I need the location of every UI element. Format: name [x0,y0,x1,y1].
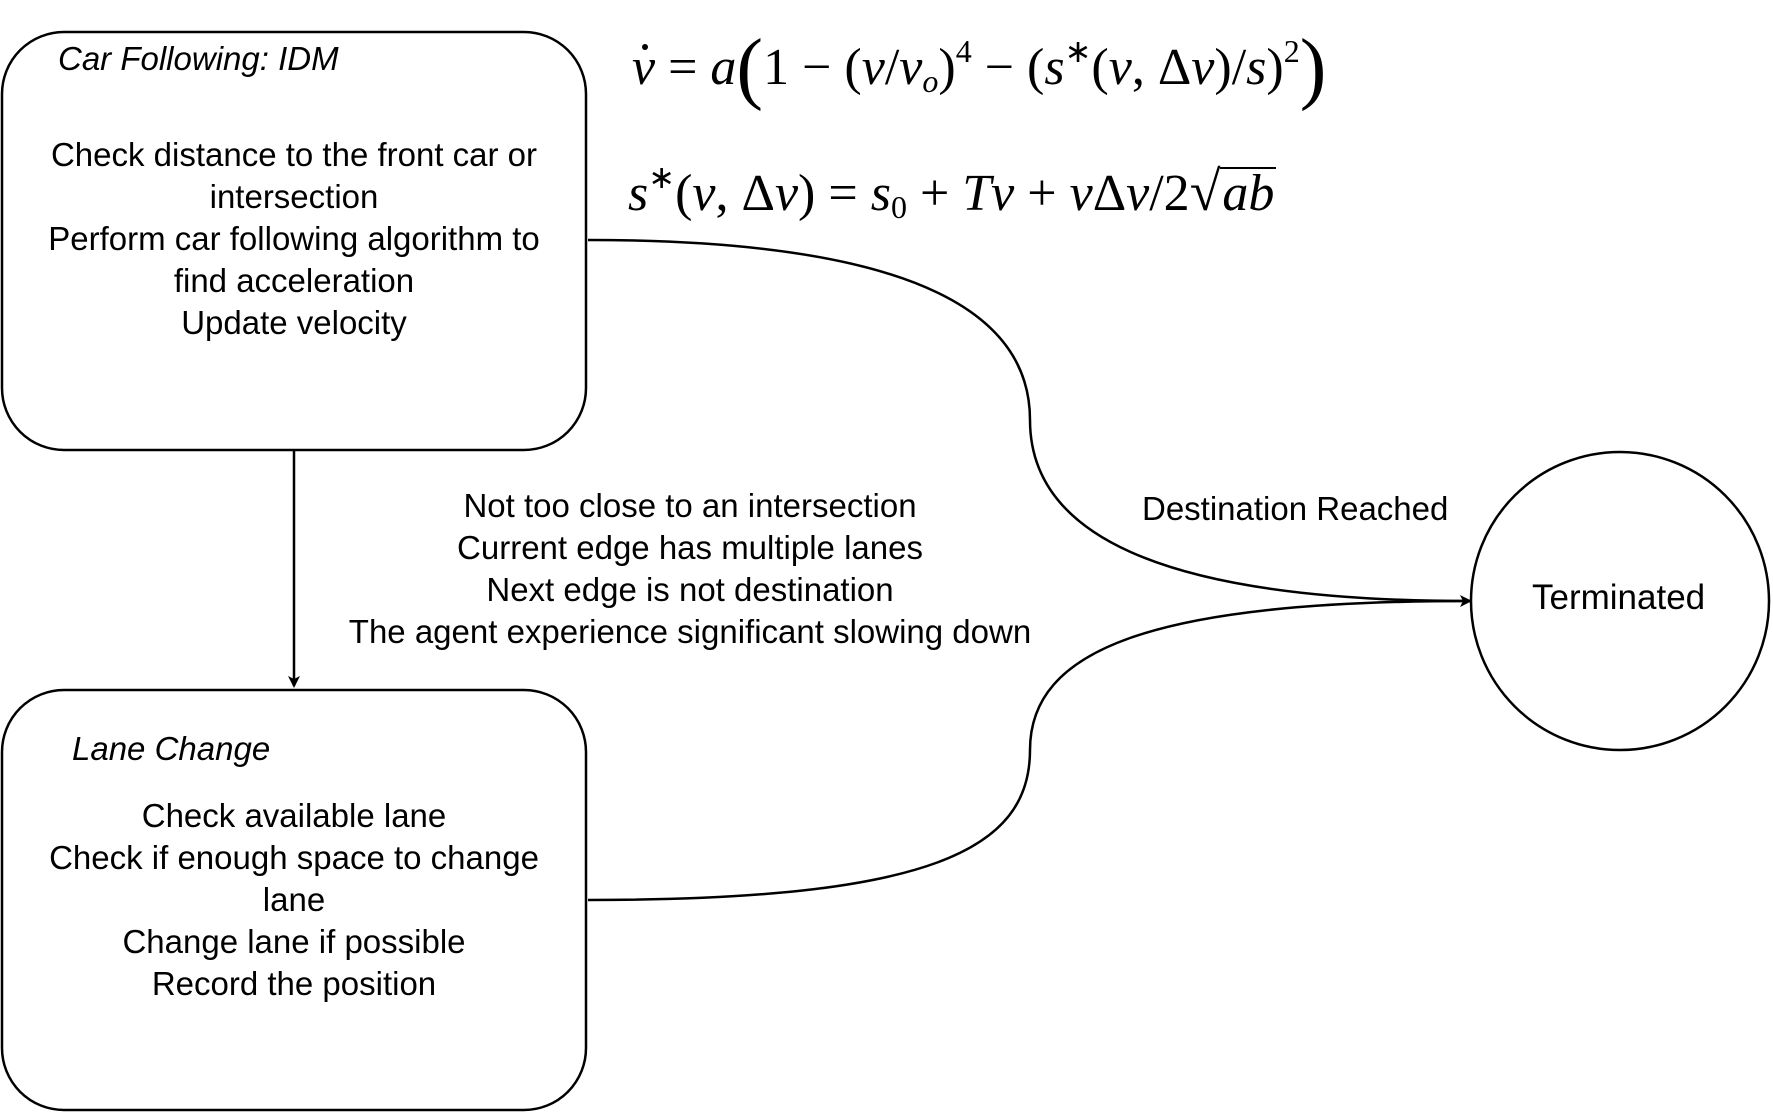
condition-line: Current edge has multiple lanes [457,529,923,566]
lane-change-title: Lane Change [72,730,271,767]
destination-reached-label: Destination Reached [1142,490,1449,527]
lane-change-line: Record the position [151,965,437,1002]
lane-change-line: Check available lane [141,797,447,834]
edge-car-following-to-terminated [587,238,1472,607]
car-following-line: Update velocity [181,304,407,341]
condition-line: Not too close to an intersection [463,487,917,524]
lane-change-line: lane [262,881,326,918]
lane-change-line: Change lane if possible [122,923,466,960]
edge-lane-change-to-terminated [587,599,1471,902]
terminated-label: Terminated [1532,578,1706,617]
lane-change-line: Check if enough space to change [49,839,539,876]
lane-change-box [0,688,588,1112]
lane-change-description: Check available lane Check if enough spa… [10,795,578,1005]
car-following-line: find acceleration [173,262,415,299]
lane-change-conditions: Not too close to an intersection Current… [300,485,1080,653]
idm-acceleration-equation: v = a(1 − (v/vo)4 − (s∗(v, Δv)/s)2) [632,24,1327,112]
car-following-line: Perform car following algorithm to [48,220,540,257]
car-following-title: Car Following: IDM [58,40,339,77]
car-following-line: intersection [209,178,379,215]
condition-line: The agent experience significant slowing… [348,613,1032,650]
desired-gap-equation: s∗(v, Δv) = s0 + Tv + vΔv/2√ab [628,159,1277,225]
condition-line: Next edge is not destination [486,571,894,608]
car-following-description: Check distance to the front car or inter… [10,134,578,344]
car-following-line: Check distance to the front car or [50,136,538,173]
